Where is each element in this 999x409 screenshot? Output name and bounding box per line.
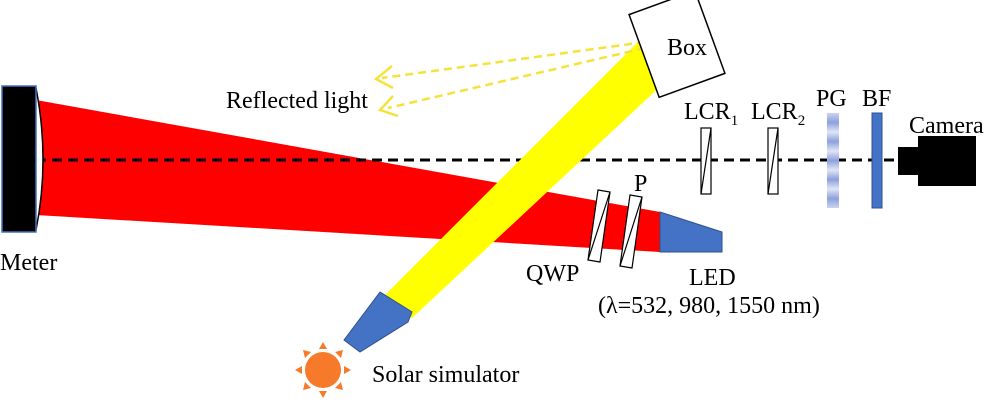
- meter-lens: [35, 87, 44, 231]
- camera-icon: [898, 136, 976, 186]
- box-label: Box: [667, 35, 707, 61]
- sun-icon: [295, 342, 351, 398]
- pg-element: [827, 113, 839, 208]
- camera-label: Camera: [909, 113, 984, 139]
- box: [628, 0, 726, 99]
- reflected-light-arrows: [381, 40, 646, 110]
- pg-label: PG: [816, 86, 847, 112]
- meter-label: Meter: [0, 250, 57, 276]
- led-emitter: [659, 211, 723, 253]
- p-label: P: [634, 171, 647, 197]
- bf-element: [871, 112, 883, 209]
- qwp-label: QWP: [526, 261, 579, 287]
- solar-simulator-emitter: [343, 291, 413, 353]
- meter: [1, 85, 37, 233]
- reflected-light-label: Reflected light: [226, 88, 368, 114]
- bf-label: BF: [862, 86, 891, 112]
- lcr2-element: [767, 127, 779, 195]
- led-label: LED: [689, 265, 736, 291]
- wavelength-label: (λ=532, 980, 1550 nm): [598, 293, 820, 319]
- solar-beam: [380, 40, 665, 318]
- lcr1-element: [700, 127, 712, 195]
- lcr2-label: LCR2: [751, 99, 805, 129]
- solar-simulator-label: Solar simulator: [372, 362, 519, 388]
- polarizer-element: [619, 194, 643, 269]
- lcr1-label: LCR1: [684, 99, 738, 129]
- qwp-element: [587, 189, 611, 263]
- reflected-arrow-heads: [373, 65, 399, 118]
